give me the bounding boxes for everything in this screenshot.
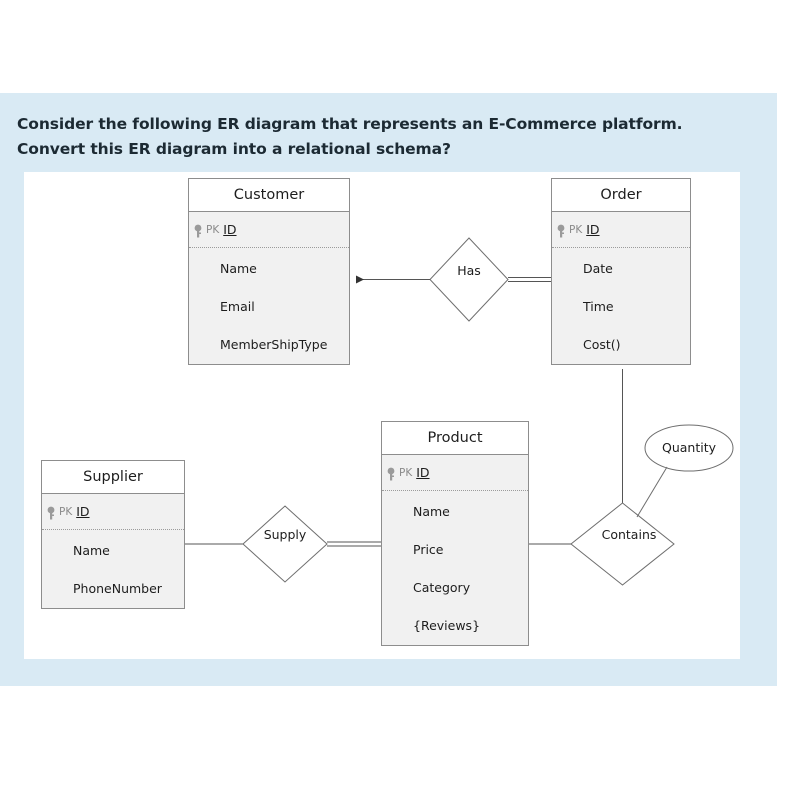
er-diagram-graphics (185, 237, 734, 586)
attribute-row: Category (413, 580, 471, 595)
entity-title-supplier: Supplier (42, 461, 184, 494)
pk-marker-product: PK (399, 466, 413, 479)
attribute-row: Date (583, 261, 613, 276)
relationship-diamond-contains (570, 502, 675, 586)
attribute-row: Name (220, 261, 257, 276)
attribute-row: Email (220, 299, 255, 314)
entity-product: Product PK ID Name Price Category {Revie… (381, 421, 529, 646)
entity-pk-row-product: PK ID (382, 455, 528, 491)
attribute-row: Cost() (583, 337, 621, 352)
pk-marker-supplier: PK (59, 505, 73, 518)
key-icon (387, 466, 398, 480)
entity-title-order: Order (552, 179, 690, 212)
entity-supplier: Supplier PK ID Name PhoneNumber (41, 460, 185, 609)
entity-attributes-supplier: Name PhoneNumber (42, 530, 184, 608)
pk-attribute-customer: ID (223, 222, 237, 237)
attribute-row: Price (413, 542, 444, 557)
entity-title-customer: Customer (189, 179, 349, 212)
key-icon (194, 223, 205, 237)
attribute-ellipse-quantity (644, 424, 734, 472)
attribute-row: {Reviews} (413, 618, 481, 633)
pk-marker-order: PK (569, 223, 583, 236)
attribute-row: MemberShipType (220, 337, 328, 352)
pk-marker-customer: PK (206, 223, 220, 236)
entity-attributes-product: Name Price Category {Reviews} (382, 491, 528, 645)
relationship-diamond-has (429, 237, 509, 322)
relationship-label-has: Has (457, 263, 481, 278)
entity-customer: Customer PK ID Name Email MemberShipType (188, 178, 350, 365)
attribute-label-quantity: Quantity (661, 440, 717, 455)
question-text: Consider the following ER diagram that r… (17, 115, 683, 159)
entity-attributes-customer: Name Email MemberShipType (189, 248, 349, 364)
attribute-row: Name (73, 543, 110, 558)
relationship-label-supply: Supply (263, 527, 307, 542)
key-icon (557, 223, 568, 237)
pk-attribute-supplier: ID (76, 504, 90, 519)
entity-pk-row-supplier: PK ID (42, 494, 184, 530)
question-panel: Consider the following ER diagram that r… (0, 93, 777, 686)
attribute-row: Time (583, 299, 614, 314)
er-diagram-canvas: Has Supply Contains Quantity Customer PK… (24, 172, 740, 659)
relationship-diamond-supply (242, 505, 328, 583)
attribute-row: Name (413, 504, 450, 519)
key-icon (47, 505, 58, 519)
entity-pk-row-customer: PK ID (189, 212, 349, 248)
attribute-row: PhoneNumber (73, 581, 162, 596)
entity-order: Order PK ID Date Time Cost() (551, 178, 691, 365)
pk-attribute-product: ID (416, 465, 430, 480)
entity-pk-row-order: PK ID (552, 212, 690, 248)
pk-attribute-order: ID (586, 222, 600, 237)
connector-quantity-contains (636, 466, 668, 518)
relationship-label-contains: Contains (601, 527, 657, 542)
entity-attributes-order: Date Time Cost() (552, 248, 690, 364)
entity-title-product: Product (382, 422, 528, 455)
